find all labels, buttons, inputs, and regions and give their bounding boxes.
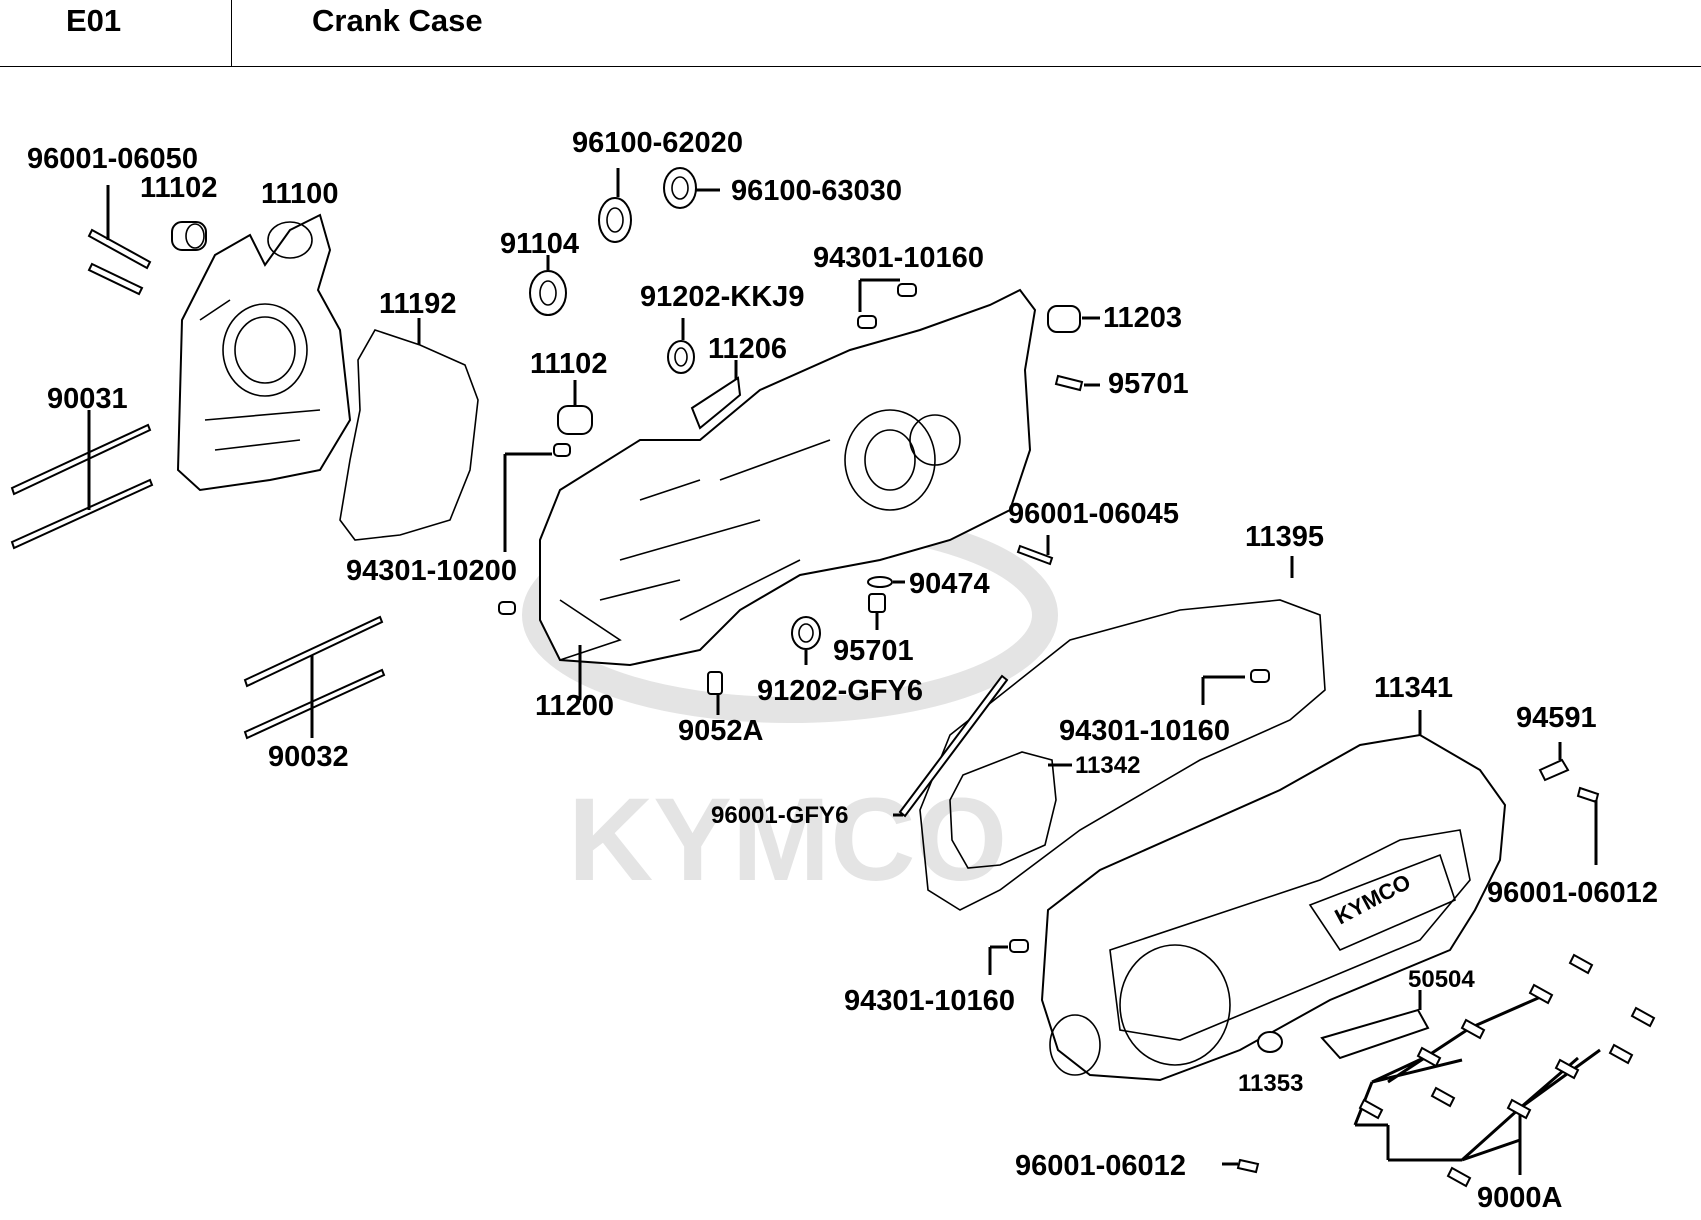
label-96001-gfy6: 96001-GFY6	[711, 802, 848, 829]
label-50504: 50504	[1408, 966, 1475, 993]
outer-cover-11341: KYMCO	[1040, 710, 1507, 1082]
bolt-95701-top	[1054, 374, 1100, 392]
label-96001-06012-right: 96001-06012	[1487, 877, 1658, 909]
label-11102-left: 11102	[140, 172, 217, 204]
label-11395: 11395	[1245, 521, 1324, 553]
washer-90474	[867, 576, 905, 588]
label-11353: 11353	[1238, 1070, 1303, 1097]
section-code: E01	[0, 0, 232, 66]
main-crankcase	[539, 288, 1037, 700]
drain-plug-9052a	[707, 671, 723, 715]
label-90031: 90031	[47, 383, 128, 415]
label-91202-kkj9: 91202-KKJ9	[640, 281, 804, 313]
label-94591: 94591	[1516, 702, 1597, 734]
watermark: KYMCO	[522, 507, 1058, 906]
bushing-left	[171, 221, 207, 251]
rod-96001-gfy6	[893, 674, 1009, 818]
label-11200: 11200	[535, 690, 614, 722]
label-9000a: 9000A	[1477, 1182, 1563, 1214]
label-94301-10200: 94301-10200	[346, 555, 517, 587]
plate-11342	[949, 751, 1072, 869]
label-96100-62020: 96100-62020	[572, 127, 743, 159]
section-title: Crank Case	[312, 3, 483, 38]
label-96001-06045: 96001-06045	[1008, 498, 1179, 530]
label-90032: 90032	[268, 741, 349, 773]
label-95701-center: 95701	[833, 635, 914, 667]
bolt-96001-06012-bottom	[1222, 1158, 1260, 1174]
bolt-95701-center	[868, 593, 886, 630]
bolts-9000a	[1353, 953, 1656, 1188]
header-bar: E01 Crank Case	[0, 0, 1701, 67]
label-91202-gfy6: 91202-GFY6	[757, 675, 923, 707]
label-90474: 90474	[909, 568, 990, 600]
label-96001-06050: 96001-06050	[27, 143, 198, 175]
studs-90032	[243, 615, 386, 740]
label-11100: 11100	[261, 178, 338, 210]
label-9052a: 9052A	[678, 715, 764, 747]
plate-50504	[1320, 990, 1430, 1060]
label-94301-10160-lower: 94301-10160	[844, 985, 1015, 1017]
label-11206: 11206	[708, 333, 787, 365]
bolt-96001-06045	[1016, 535, 1054, 566]
plate-11206	[690, 360, 742, 430]
label-95701-top: 95701	[1108, 368, 1189, 400]
cap-11353	[1257, 1031, 1283, 1053]
watermark-text: KYMCO	[568, 774, 1007, 906]
bushing-center	[557, 380, 593, 435]
label-96001-06012-bottom: 96001-06012	[1015, 1150, 1186, 1182]
bearing-96100-62020	[598, 168, 632, 243]
studs-90031	[10, 410, 154, 550]
dowels-top	[857, 278, 917, 329]
label-11192: 11192	[379, 288, 456, 320]
label-96100-63030: 96100-63030	[731, 175, 902, 207]
label-94301-10160-middle: 94301-10160	[1059, 715, 1230, 747]
bearing-91104	[529, 255, 567, 316]
left-crankcase	[176, 213, 352, 492]
bolt-96001-06012-right	[1576, 786, 1600, 865]
dowels-10200	[498, 443, 571, 615]
part-labels: 96001-06050 11102 11100 11192 90031 9610…	[27, 127, 1658, 1214]
bushing-11203	[1047, 305, 1100, 333]
clip-94591	[1538, 742, 1570, 782]
label-94301-10160-top: 94301-10160	[813, 242, 984, 274]
gasket-11395	[919, 556, 1326, 911]
dowel-lower	[988, 939, 1029, 975]
label-91104: 91104	[500, 228, 579, 260]
label-11341: 11341	[1374, 672, 1453, 704]
label-11203: 11203	[1103, 302, 1182, 334]
bearing-96100-63030	[663, 167, 720, 209]
label-11102-center: 11102	[530, 348, 607, 380]
bolts-96001-06050	[87, 185, 152, 296]
gasket-11192	[339, 318, 479, 541]
label-11342: 11342	[1075, 752, 1140, 779]
oil-seal-91202-gfy6	[791, 616, 821, 665]
oil-seal-91202-kkj9	[667, 318, 695, 374]
dowels-middle	[1201, 669, 1270, 705]
